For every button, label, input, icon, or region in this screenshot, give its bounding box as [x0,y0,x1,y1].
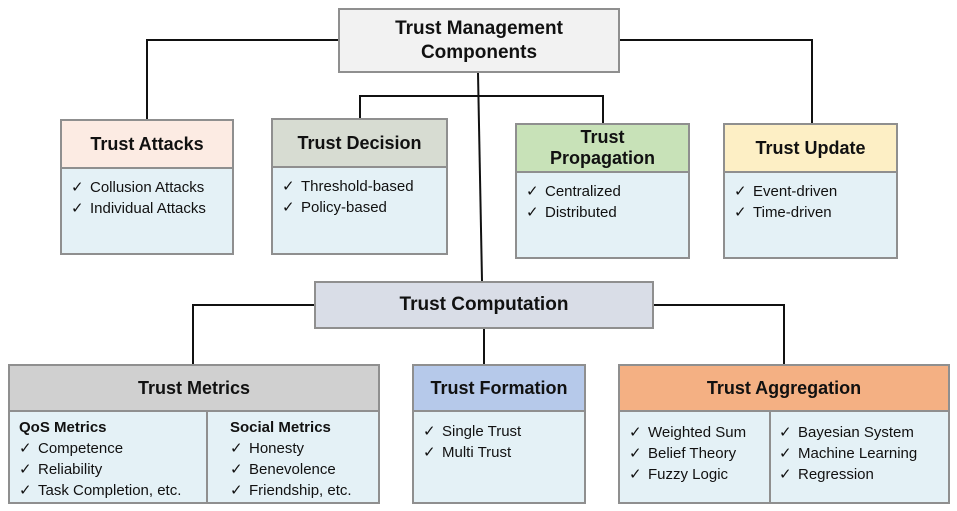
check-icon: ✓ [629,424,642,441]
social-metrics-list: Social Metrics ✓Honesty ✓Benevolence ✓Fr… [222,418,378,501]
list-item: ✓Policy-based [282,199,387,216]
trust-attacks-title: Trust Attacks [90,133,204,154]
list-item: ✓Machine Learning [779,445,918,462]
trust-update-title: Trust Update [755,137,866,158]
social-metrics-subtitle: Social Metrics [230,419,331,436]
trust-propagation-title-line1: Trust [580,127,625,147]
connector-root-decision-propagation [359,95,604,123]
qos-metrics-subtitle: QoS Metrics [19,419,107,436]
trust-propagation-title-line2: Propagation [549,148,655,168]
trust-propagation-list: ✓Centralized ✓Distributed [517,181,688,223]
trust-formation-header: Trust Formation [414,366,584,412]
list-item: ✓Honesty [230,440,305,457]
list-item: ✓Centralized [526,183,621,200]
list-item: ✓Task Completion, etc. [19,482,182,499]
root-title-line2: Components [420,41,538,63]
trust-propagation-box: Trust Propagation ✓Centralized ✓Distribu… [515,123,690,259]
trust-computation-title: Trust Computation [399,294,569,315]
list-item: ✓Threshold-based [282,178,414,195]
check-icon: ✓ [19,461,32,478]
check-icon: ✓ [526,183,539,200]
check-icon: ✓ [779,424,792,441]
connector-computation-metrics [192,304,314,364]
check-icon: ✓ [230,461,243,478]
list-item: ✓Friendship, etc. [230,482,352,499]
check-icon: ✓ [423,444,436,461]
check-icon: ✓ [734,204,747,221]
trust-metrics-box: Trust Metrics QoS Metrics ✓Competence ✓R… [8,364,380,504]
list-item: ✓Weighted Sum [629,424,747,441]
trust-attacks-box: Trust Attacks ✓Collusion Attacks ✓Indivi… [60,119,234,255]
list-item: ✓Event-driven [734,183,838,200]
trust-update-box: Trust Update ✓Event-driven ✓Time-driven [723,123,898,259]
aggregation-right-list: ✓Bayesian System ✓Machine Learning ✓Regr… [771,422,948,485]
check-icon: ✓ [71,200,84,217]
connector-computation-aggregation [654,304,785,364]
check-icon: ✓ [734,183,747,200]
trust-formation-title: Trust Formation [430,377,568,398]
trust-decision-title: Trust Decision [297,132,422,153]
trust-decision-header: Trust Decision [273,120,446,168]
list-item: ✓Individual Attacks [71,200,206,217]
list-item: ✓Collusion Attacks [71,179,205,196]
trust-metrics-title: Trust Metrics [137,377,251,398]
trust-computation-node: Trust Computation [314,281,654,329]
trust-aggregation-box: Trust Aggregation ✓Weighted Sum ✓Belief … [618,364,950,504]
list-item: ✓Regression [779,466,874,483]
check-icon: ✓ [230,440,243,457]
trust-attacks-header: Trust Attacks [62,121,232,169]
metrics-column-divider [206,412,208,502]
list-item: ✓Reliability [19,461,103,478]
list-item: ✓Time-driven [734,204,832,221]
check-icon: ✓ [282,178,295,195]
trust-propagation-header: Trust Propagation [517,125,688,173]
check-icon: ✓ [423,423,436,440]
check-icon: ✓ [629,466,642,483]
check-icon: ✓ [779,445,792,462]
list-item: ✓Single Trust [423,423,522,440]
list-item: ✓Fuzzy Logic [629,466,729,483]
check-icon: ✓ [779,466,792,483]
check-icon: ✓ [19,440,32,457]
check-icon: ✓ [526,204,539,221]
root-title-line1: Trust Management [395,17,563,39]
trust-attacks-list: ✓Collusion Attacks ✓Individual Attacks [62,177,232,219]
trust-update-header: Trust Update [725,125,896,173]
trust-formation-list: ✓Single Trust ✓Multi Trust [414,421,584,463]
list-item: ✓Distributed [526,204,617,221]
connector-root-update [620,39,813,123]
trust-metrics-header: Trust Metrics [10,366,378,412]
trust-decision-list: ✓Threshold-based ✓Policy-based [273,176,446,218]
qos-metrics-list: QoS Metrics ✓Competence ✓Reliability ✓Ta… [10,418,206,501]
check-icon: ✓ [230,482,243,499]
aggregation-left-list: ✓Weighted Sum ✓Belief Theory ✓Fuzzy Logi… [620,422,769,485]
aggregation-column-divider [769,412,771,502]
check-icon: ✓ [629,445,642,462]
trust-decision-box: Trust Decision ✓Threshold-based ✓Policy-… [271,118,448,255]
check-icon: ✓ [19,482,32,499]
trust-formation-box: Trust Formation ✓Single Trust ✓Multi Tru… [412,364,586,504]
root-node: Trust Management Components [338,8,620,73]
connector-root-computation [477,72,483,282]
list-item: ✓Benevolence [230,461,336,478]
connector-root-attacks [146,39,338,119]
check-icon: ✓ [71,179,84,196]
trust-aggregation-header: Trust Aggregation [620,366,948,412]
check-icon: ✓ [282,199,295,216]
list-item: ✓Competence [19,440,124,457]
list-item: ✓Bayesian System [779,424,914,441]
trust-aggregation-title: Trust Aggregation [706,377,862,398]
list-item: ✓Belief Theory [629,445,737,462]
list-item: ✓Multi Trust [423,444,512,461]
trust-update-list: ✓Event-driven ✓Time-driven [725,181,896,223]
